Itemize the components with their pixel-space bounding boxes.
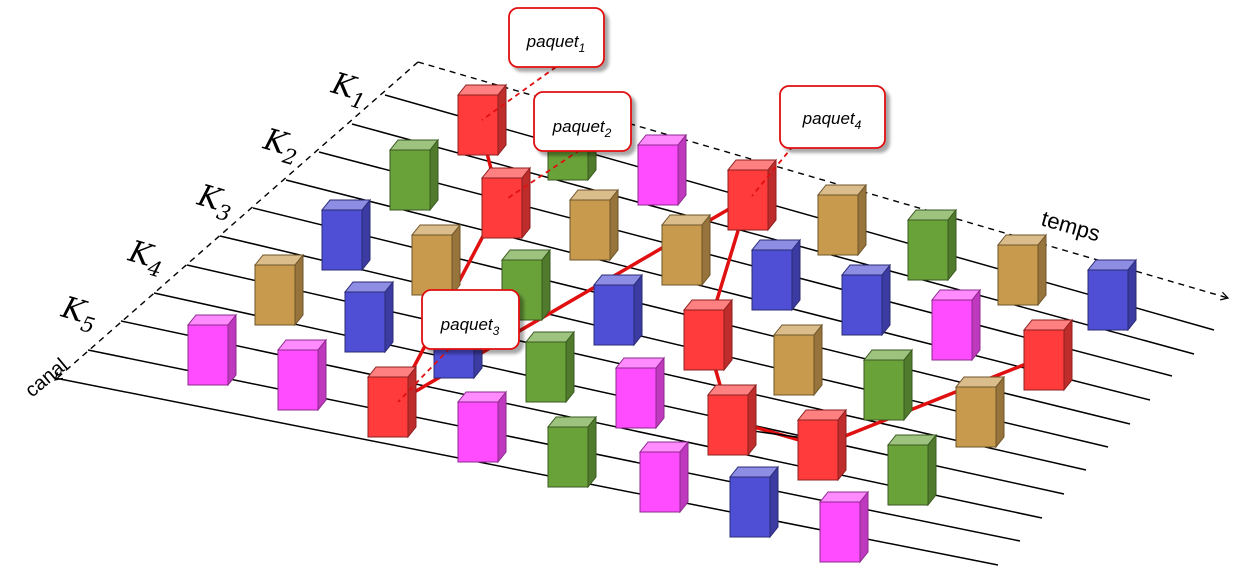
svg-text:paquet3: paquet3 — [440, 315, 500, 338]
magenta-block — [930, 288, 982, 362]
green-block — [388, 138, 440, 212]
packet-2-label: paquet — [552, 117, 606, 136]
packet-2-callout: paquet2 — [533, 91, 632, 152]
svg-text:paquet1: paquet1 — [526, 32, 586, 55]
red-block — [480, 166, 532, 240]
gold-block — [954, 375, 1006, 449]
packet-4-callout: paquet4 — [779, 85, 886, 149]
gold-block — [772, 323, 824, 397]
gold-block — [253, 253, 305, 327]
packet-1-subscript: 1 — [579, 41, 586, 55]
channel-label-k1: K1 — [325, 66, 371, 115]
green-block — [886, 433, 938, 507]
packet-3-pointer — [397, 347, 451, 403]
packet-3-label: paquet — [440, 315, 494, 334]
red-block — [1022, 318, 1074, 392]
channel-label-k5: K5 — [55, 290, 101, 339]
magenta-block — [636, 133, 688, 207]
blue-block — [840, 263, 892, 337]
packet-4-subscript: 4 — [855, 118, 862, 132]
gold-block — [568, 188, 620, 262]
magenta-block — [186, 313, 238, 387]
packet-1-pointer — [481, 66, 557, 121]
channel-line — [351, 123, 1195, 355]
packet-1-callout: paquet1 — [508, 7, 605, 68]
signal-blocks — [186, 83, 1138, 564]
green-block — [862, 348, 914, 422]
red-block — [726, 158, 778, 232]
packet-2-pointer — [504, 149, 581, 201]
blue-block — [1086, 258, 1138, 332]
blue-block — [750, 238, 802, 312]
magenta-block — [276, 338, 328, 412]
gold-block — [996, 233, 1048, 307]
svg-text:paquet2: paquet2 — [552, 117, 612, 140]
channel-label-k3: K3 — [191, 178, 237, 227]
packet-1-label: paquet — [526, 32, 580, 51]
red-block — [366, 365, 418, 439]
channel-label-k4: K4 — [122, 234, 168, 283]
blue-block — [592, 273, 644, 347]
axes — [54, 61, 1230, 381]
packet-4-pointer — [751, 117, 817, 197]
channel-line — [285, 179, 1151, 401]
red-block — [706, 383, 758, 457]
magenta-block — [456, 390, 508, 464]
channel-axis-line — [54, 61, 419, 381]
red-block — [796, 408, 848, 482]
magenta-block — [818, 490, 870, 564]
svg-text:paquet4: paquet4 — [802, 109, 862, 132]
magenta-block — [614, 356, 666, 430]
channel-line — [384, 94, 1215, 331]
callouts: paquet1 paquet2 paquet3 paquet4 — [421, 7, 886, 350]
red-block — [682, 298, 734, 372]
time-axis-label: temps — [1039, 206, 1103, 247]
blue-block — [343, 280, 395, 354]
green-block — [906, 208, 958, 282]
magenta-block — [638, 440, 690, 514]
packet-3-subscript: 3 — [493, 324, 500, 338]
green-block — [524, 330, 576, 404]
channel-label-k2: K2 — [257, 122, 303, 171]
gold-block — [660, 213, 712, 287]
red-block — [456, 83, 508, 157]
blue-block — [320, 198, 372, 272]
packet-2-subscript: 2 — [604, 126, 612, 140]
channel-axis-label: canal — [21, 354, 72, 402]
time-axis-line — [417, 61, 1230, 301]
callout-pointers — [397, 66, 817, 403]
gold-block — [816, 183, 868, 257]
packet-4-label: paquet — [802, 109, 856, 128]
gold-block — [410, 223, 462, 297]
packet-3-callout: paquet3 — [421, 289, 520, 350]
channel-labels: K1 K2 K3 K4 K5 — [55, 66, 371, 339]
green-block — [546, 415, 598, 489]
blue-block — [728, 465, 780, 539]
